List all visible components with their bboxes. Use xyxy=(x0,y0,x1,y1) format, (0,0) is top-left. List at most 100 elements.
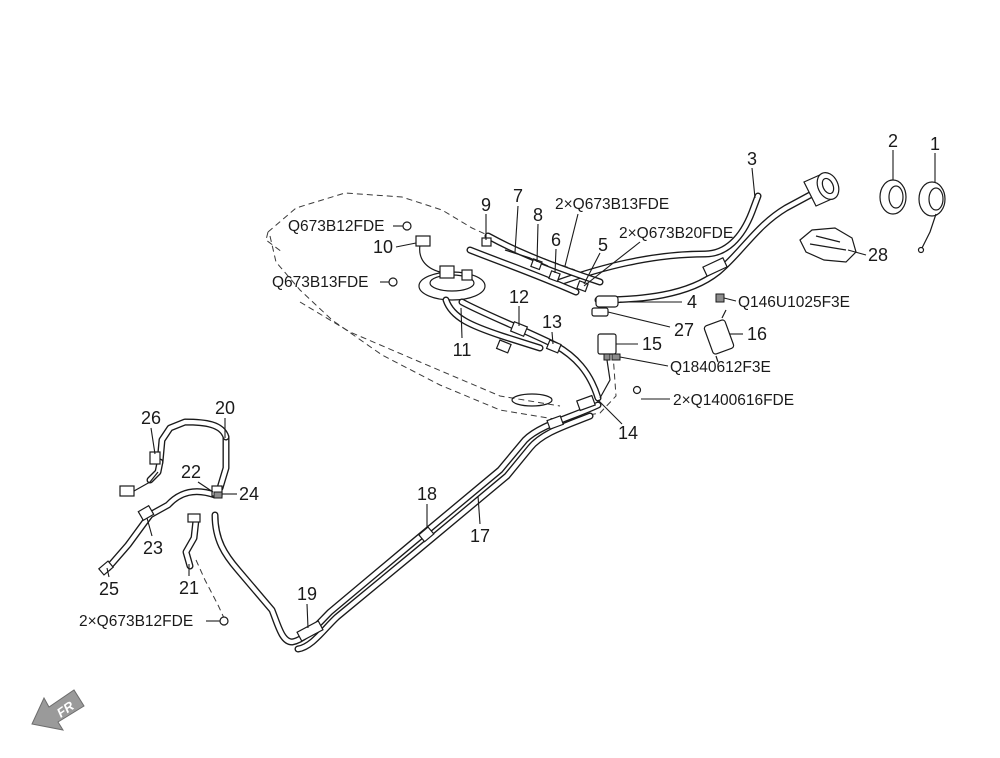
code-clamp-e: 2×Q673B12FDE xyxy=(79,613,193,630)
leader-14 xyxy=(597,399,623,425)
leader-28 xyxy=(847,249,867,256)
fuel-cap-body xyxy=(918,181,946,217)
pump-wire-plug xyxy=(415,235,431,247)
hose-21-mount-dash xyxy=(195,559,225,619)
callout-23: 23 xyxy=(143,538,163,558)
valve-lead xyxy=(599,359,611,399)
callout-labels: 1 2 3 4 5 6 7 8 9 10 11 12 13 14 15 16 1… xyxy=(99,131,940,604)
joint-sleeve-4 xyxy=(595,295,619,308)
connector-lead xyxy=(133,471,159,492)
fuel-filter-nipple xyxy=(721,309,727,319)
fuel-filter-nipple-2 xyxy=(715,355,719,363)
clamp-icon-b xyxy=(388,277,398,287)
code-clamp-d: 2×Q673B20FDE xyxy=(619,225,733,242)
leader-25 xyxy=(106,567,110,578)
leader-23 xyxy=(146,517,153,537)
leader-22 xyxy=(197,481,214,493)
tank-top-edge xyxy=(267,192,576,271)
callout-9: 9 xyxy=(481,195,491,215)
fitting-25 xyxy=(97,560,115,576)
filler-joint-4 xyxy=(591,295,619,317)
valve-15 xyxy=(597,333,617,399)
code-bolt-b: Q1840612F3E xyxy=(670,359,771,376)
hose-20-loop xyxy=(160,422,226,462)
leader-5 xyxy=(583,252,601,285)
fuel-cap-1 xyxy=(917,181,946,254)
callout-27: 27 xyxy=(674,320,694,340)
leader-17 xyxy=(477,495,481,525)
fitting-23 xyxy=(137,504,155,522)
tubes xyxy=(108,194,812,649)
seal-ring-2 xyxy=(879,179,907,215)
leader-26 xyxy=(150,427,156,455)
bolt-icon-a xyxy=(715,293,725,303)
bracket-7 xyxy=(504,249,549,267)
fitting-left-connector xyxy=(119,485,135,497)
callout-14: 14 xyxy=(618,423,638,443)
bolt-icon-b xyxy=(611,353,621,361)
front-direction-arrow: FR xyxy=(31,689,85,731)
callout-12: 12 xyxy=(509,287,529,307)
filler-mouth-inner xyxy=(821,177,835,195)
fuel-filter-body xyxy=(703,319,735,355)
code-bolt-c: 2×Q1400616FDE xyxy=(673,392,794,409)
clip-14b xyxy=(546,415,565,430)
leader-lines xyxy=(106,150,936,629)
tank-inner-edge xyxy=(299,301,561,407)
fuel-cap-tether-end xyxy=(917,246,925,254)
code-bolt-a: Q146U1025F3E xyxy=(738,294,850,311)
heat-shield-28 xyxy=(799,227,857,263)
leader-code-d xyxy=(583,241,641,287)
valve-body xyxy=(597,333,617,355)
code-clamp-c: 2×Q673B13FDE xyxy=(555,196,669,213)
clip-5 xyxy=(576,280,589,293)
leader-code-c xyxy=(564,213,579,267)
vent-clip xyxy=(702,257,728,277)
callout-10: 10 xyxy=(373,237,393,257)
pump-wire xyxy=(419,244,441,273)
leader-27 xyxy=(607,311,671,328)
leader-11 xyxy=(460,307,463,339)
callout-22: 22 xyxy=(181,462,201,482)
seal-ring-inner xyxy=(888,185,904,209)
fuel-pump-module xyxy=(415,235,486,301)
callout-17: 17 xyxy=(470,526,490,546)
fuel-filter-16 xyxy=(703,309,735,363)
clip-12 xyxy=(509,320,529,338)
clamp-icon-e xyxy=(219,616,229,626)
clamp-24 xyxy=(213,491,223,499)
callout-28: 28 xyxy=(868,245,888,265)
callout-3: 3 xyxy=(747,149,757,169)
pump-connector xyxy=(439,265,455,279)
fr-arrow-icon xyxy=(31,689,85,731)
leader-8 xyxy=(536,223,539,263)
heat-shield-rib xyxy=(809,243,847,251)
clamp-icon-a xyxy=(402,221,412,231)
fuel-tank-outline xyxy=(265,192,617,421)
callout-2: 2 xyxy=(888,131,898,151)
leader-code-f xyxy=(619,356,669,367)
part-code-labels: Q673B12FDE Q673B13FDE 2×Q673B13FDE 2×Q67… xyxy=(79,196,850,630)
clip-18 xyxy=(417,526,435,543)
callout-4: 4 xyxy=(687,292,697,312)
leader-3 xyxy=(751,167,756,199)
clip-14 xyxy=(576,394,596,412)
callout-21: 21 xyxy=(179,578,199,598)
callout-18: 18 xyxy=(417,484,437,504)
code-clamp-a: Q673B12FDE xyxy=(288,218,385,235)
clip-6 xyxy=(548,270,561,283)
filler-head xyxy=(803,172,840,207)
leader-19 xyxy=(306,603,309,629)
heat-shield-rib-2 xyxy=(815,235,841,243)
callout-8: 8 xyxy=(533,205,543,225)
callout-11: 11 xyxy=(453,340,472,360)
fuel-cap-face xyxy=(928,187,944,211)
fasteners xyxy=(219,221,725,626)
fuel-line-13-outline xyxy=(462,302,598,398)
seal-ring-outer xyxy=(879,179,907,215)
valve-port xyxy=(603,353,611,361)
clip-13 xyxy=(545,339,562,354)
fitting-21 xyxy=(187,513,201,523)
callout-25: 25 xyxy=(99,579,119,599)
tank-left-corner xyxy=(265,231,283,253)
